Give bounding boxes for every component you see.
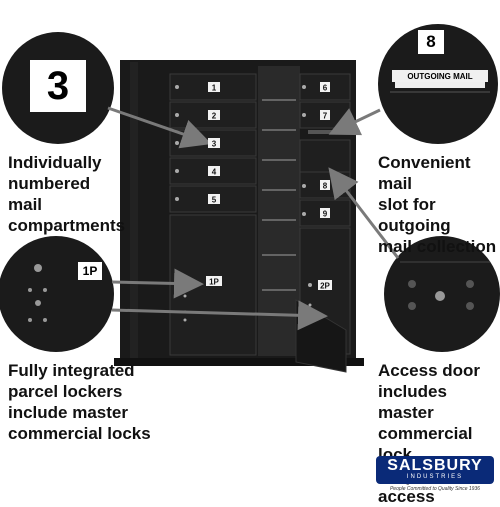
- door-label-8-plate: [320, 180, 330, 190]
- brand-subtitle: INDUSTRIES: [406, 474, 464, 480]
- caption-parcel-lockers: Fully integrated parcel lockers include …: [8, 361, 151, 443]
- zoom-circle-bottom-left: [0, 236, 114, 352]
- door-label-2-plate: [208, 110, 220, 120]
- door-label-1p-plate: [206, 276, 222, 286]
- outgoing-mail-slot: [308, 130, 344, 134]
- door-label-3-plate: [208, 138, 220, 148]
- door-label-4: 4: [212, 168, 217, 177]
- tag-door-8: 8: [418, 30, 444, 54]
- left-door-labels: 1 2 3 4 5 1P: [206, 82, 222, 287]
- door-label-4-plate: [208, 166, 220, 176]
- door-label-1: 1: [212, 84, 217, 93]
- door-label-6-plate: [320, 82, 330, 92]
- right-door-labels: 6 7 8 9 2P: [318, 82, 332, 291]
- door-label-7: 7: [323, 112, 328, 121]
- callout-arrows: [107, 106, 400, 331]
- tag-parcel-1p: 1P: [78, 262, 102, 280]
- parcel-lock-detail: [28, 264, 47, 322]
- outgoing-mail-label: OUTGOING MAIL: [392, 70, 488, 82]
- access-lock-detail: [400, 261, 490, 310]
- door-label-1-plate: [208, 82, 220, 92]
- door-label-2p-plate: [318, 280, 332, 290]
- door-label-2: 2: [212, 112, 217, 121]
- logo-box: [376, 456, 494, 484]
- door-label-1p: 1P: [209, 278, 219, 287]
- door-label-7-plate: [320, 110, 330, 120]
- door-label-3: 3: [212, 140, 217, 149]
- tag-door-3: 3: [30, 60, 86, 112]
- caption-outgoing-slot: Convenient mail slot for outgoing mail c…: [378, 153, 497, 256]
- caption-numbered-compartments: Individually numbered mail compartments: [8, 153, 126, 235]
- door-label-9: 9: [323, 210, 328, 219]
- door-label-9-plate: [320, 208, 330, 218]
- door-label-8: 8: [323, 182, 328, 191]
- brand-tagline: People Committed to Quality Since 1936: [389, 486, 481, 492]
- interior-shelves: [262, 99, 296, 291]
- door-label-5-plate: [208, 194, 220, 204]
- salsbury-logo: SALSBURY INDUSTRIES People Committed to …: [376, 456, 494, 496]
- door-label-5: 5: [212, 196, 217, 205]
- door-label-6: 6: [323, 84, 328, 93]
- brand-name: SALSBURY: [387, 457, 483, 474]
- door-label-2p: 2P: [320, 282, 330, 291]
